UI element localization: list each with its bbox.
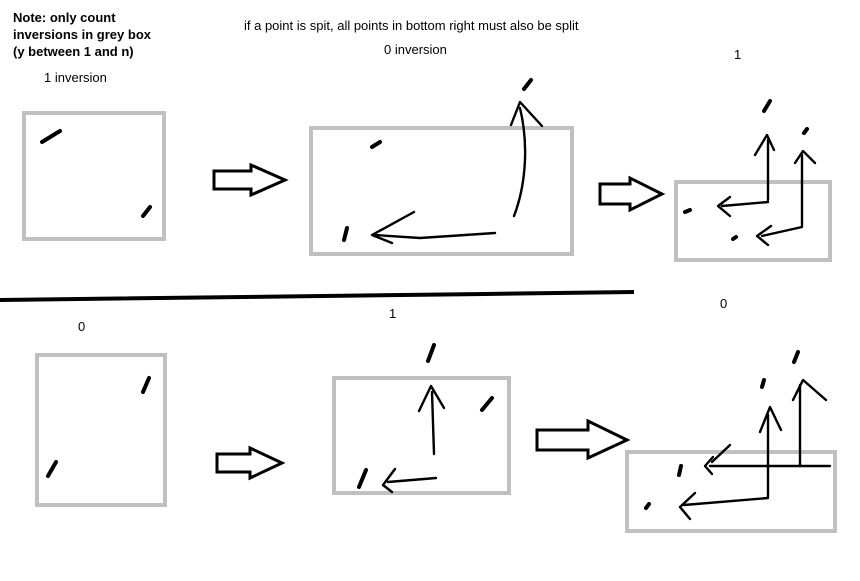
note-line-2: inversions in grey box — [13, 27, 151, 42]
note-line-1: Note: only count — [13, 10, 116, 25]
rule-text: if a point is spit, all points in bottom… — [244, 18, 579, 33]
top-step2-point-a — [370, 140, 382, 149]
bottom-step1-point-b — [46, 460, 58, 478]
top-step3-left-arrowhead-2 — [755, 224, 773, 247]
bottom-step3-left-arrowhead-2 — [678, 491, 697, 521]
top-step3-grey-box — [674, 180, 832, 262]
top-step2-left-arrowhead — [370, 210, 416, 245]
note-text: Note: only count inversions in grey box … — [13, 9, 151, 60]
top-step1-point-a — [40, 129, 62, 144]
bottom-step2-point-b — [357, 468, 368, 489]
bottom-step1-point-a — [141, 376, 151, 394]
top-step2 — [309, 78, 574, 256]
bottom-step2-point-moved — [426, 343, 436, 363]
bottom-step3-point-d — [644, 502, 651, 510]
bottom-arrow-1 — [215, 445, 286, 481]
bottom-step2 — [332, 343, 511, 495]
top-step2-point-moved — [522, 78, 533, 91]
top-step2-grey-box — [309, 126, 574, 256]
top-step2-point-b — [342, 226, 349, 242]
top-step3-point-a — [762, 99, 772, 113]
top-step3 — [674, 99, 832, 262]
top-step3-point-c — [683, 208, 692, 214]
top-step2-up-path — [512, 106, 527, 218]
bottom-step3-left-arrowhead-1 — [703, 455, 715, 476]
bottom-arrow-2 — [535, 418, 631, 461]
top-step3-label: 1 — [734, 47, 742, 62]
top-step1 — [22, 111, 166, 241]
bottom-step2-left-arrowhead — [381, 467, 397, 494]
bottom-step1 — [35, 353, 167, 507]
bottom-step3 — [625, 350, 837, 533]
bottom-step2-label: 1 — [389, 306, 397, 321]
bottom-step3-up-arrowhead-1 — [791, 378, 828, 402]
top-step2-label: 0 inversion — [384, 42, 447, 57]
top-step3-left-path-1 — [720, 200, 770, 208]
top-arrow-2 — [598, 175, 666, 213]
row-divider — [0, 290, 635, 302]
top-step1-point-b — [141, 205, 152, 218]
bottom-step2-point-a — [480, 396, 494, 412]
bottom-step3-small-arrow — [710, 443, 732, 464]
top-step3-left-arrowhead-1 — [716, 195, 732, 218]
bottom-step2-left-path — [386, 476, 438, 484]
bottom-step3-grey-box — [625, 450, 837, 533]
bottom-step3-point-b — [760, 378, 766, 389]
top-step3-point-b — [802, 127, 809, 135]
note-line-3: (y between 1 and n) — [13, 44, 134, 59]
top-step1-label: 1 inversion — [44, 70, 107, 85]
bottom-step1-grey-box — [35, 353, 167, 507]
bottom-step2-up-arrowhead — [417, 384, 446, 413]
bottom-step2-up-path — [430, 390, 436, 456]
bottom-step2-grey-box — [332, 376, 511, 495]
top-step3-point-d — [731, 235, 738, 241]
bottom-step3-label: 0 — [720, 296, 728, 311]
top-step1-grey-box — [22, 111, 166, 241]
bottom-step3-point-c — [677, 464, 683, 477]
bottom-step3-left-path-2 — [682, 496, 770, 507]
top-step3-left-path-2 — [760, 225, 804, 238]
top-step2-left-path — [373, 231, 497, 240]
top-step3-up-arrowhead-2 — [793, 149, 817, 165]
bottom-step1-label: 0 — [78, 319, 86, 334]
top-arrow-1 — [212, 162, 289, 198]
top-step2-up-arrowhead — [509, 100, 544, 128]
top-step3-up-arrowhead-1 — [753, 133, 776, 157]
bottom-step3-up-arrowhead-2 — [758, 405, 783, 434]
bottom-step3-point-a — [792, 350, 800, 364]
